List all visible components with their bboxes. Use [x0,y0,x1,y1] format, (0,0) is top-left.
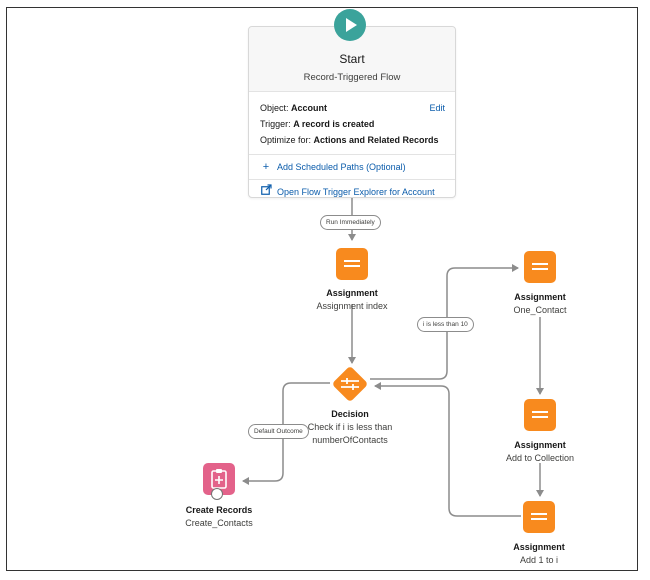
edit-link[interactable]: Edit [429,103,445,113]
create-records-label: Create Records Create_Contacts [159,504,279,530]
add-to-collection-label: Assignment Add to Collection [480,439,600,465]
assignment-index-label: Assignment Assignment index [292,287,412,313]
object-label: Object: [260,103,289,113]
open-explorer-label: Open Flow Trigger Explorer for Account [277,187,435,197]
start-play-icon[interactable] [334,9,366,41]
node-type: Assignment [513,542,565,552]
create-records-endpoint[interactable] [211,488,223,500]
trigger-value: A record is created [293,119,375,129]
add-scheduled-paths-link[interactable]: + Add Scheduled Paths (Optional) [249,155,455,180]
start-subtitle: Record-Triggered Flow [303,72,401,83]
start-trigger-row: Trigger: A record is created [260,116,445,132]
one-contact-node[interactable] [524,251,556,283]
optimize-value: Actions and Related Records [313,135,439,145]
node-type: Create Records [185,505,253,515]
node-type: Decision [331,409,369,419]
open-trigger-explorer-link[interactable]: Open Flow Trigger Explorer for Account [249,180,455,204]
decision-node[interactable] [330,364,370,404]
start-title: Start [339,52,365,66]
start-details: Object: Account Trigger: A record is cre… [249,92,455,155]
start-element-card[interactable]: Start Record-Triggered Flow Object: Acco… [248,26,456,198]
node-name: One_Contact [513,305,567,315]
one-contact-label: Assignment One_Contact [480,291,600,317]
add-one-to-i-label: Assignment Add 1 to i [479,541,599,567]
equals-icon [532,263,548,265]
node-name-line1: Check if i is less than [307,422,393,432]
external-link-icon [260,180,272,204]
decision-icon [333,367,367,401]
node-type: Assignment [514,292,566,302]
trigger-label: Trigger: [260,119,291,129]
start-optimize-row: Optimize for: Actions and Related Record… [260,132,445,148]
plus-icon: + [262,161,270,173]
node-name-line2: numberOfContacts [312,435,388,445]
node-name: Add 1 to i [519,555,559,565]
start-object-row: Object: Account [260,100,445,116]
node-name: Assignment index [316,301,388,311]
flow-canvas[interactable]: Start Record-Triggered Flow Object: Acco… [7,8,637,570]
node-name: Create_Contacts [185,518,253,528]
optimize-label: Optimize for: [260,135,312,145]
equals-icon [531,513,547,515]
add-to-collection-node[interactable] [524,399,556,431]
node-type: Assignment [514,440,566,450]
decision-label: Decision Check if i is less than numberO… [290,408,410,447]
start-header: Start Record-Triggered Flow [249,27,455,92]
add-paths-label: Add Scheduled Paths (Optional) [277,162,406,172]
flow-builder-canvas-frame: Start Record-Triggered Flow Object: Acco… [6,7,638,571]
equals-icon [532,411,548,413]
node-type: Assignment [326,288,378,298]
node-name: Add to Collection [505,453,575,463]
run-immediately-label[interactable]: Run Immediately [320,215,381,230]
equals-icon [344,260,360,262]
decision-outcome-label[interactable]: i is less than 10 [417,317,474,332]
add-one-to-i-node[interactable] [523,501,555,533]
default-outcome-label[interactable]: Default Outcome [248,424,309,439]
object-value: Account [291,103,328,113]
assignment-index-node[interactable] [336,248,368,280]
connector-add-one-to-decision[interactable] [374,382,521,517]
